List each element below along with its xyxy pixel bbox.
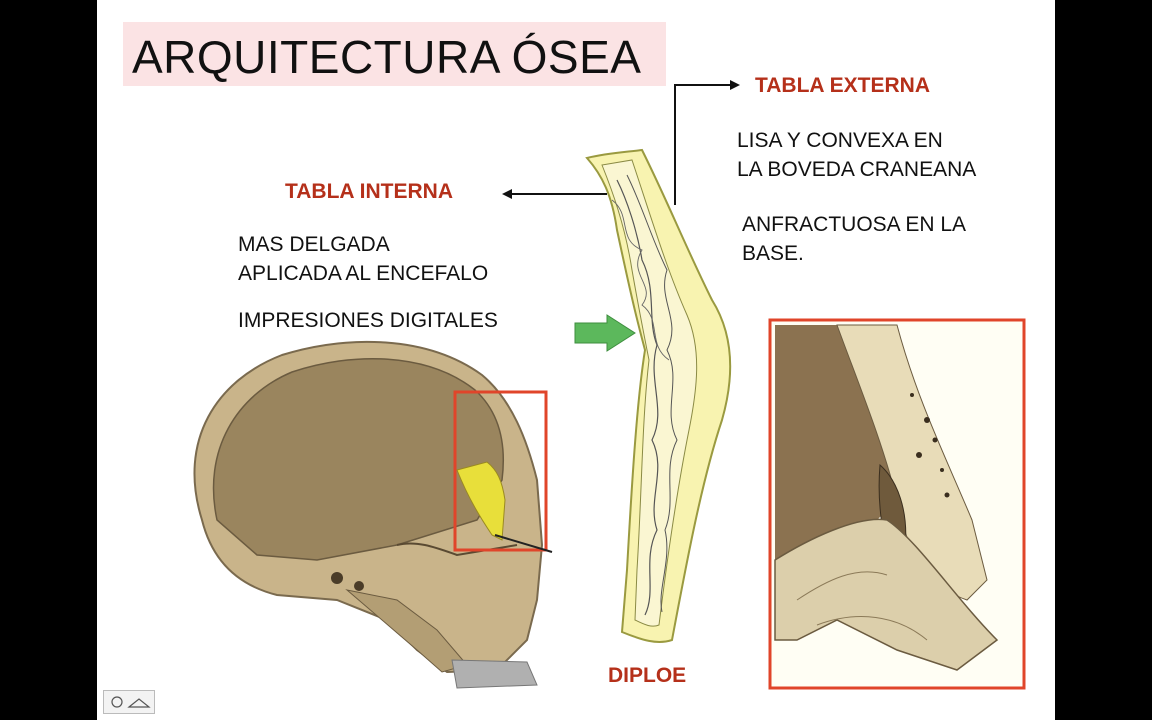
arrow-externa [674, 84, 732, 205]
label-tabla-interna: TABLA INTERNA [285, 180, 453, 203]
closeup-illustration [774, 324, 999, 671]
externa-line-2: LA BOVEDA CRANEANA [737, 158, 977, 181]
green-arrow-icon [574, 314, 636, 352]
externa-line-1: LISA Y CONVEXA EN [737, 129, 943, 152]
skull-illustration [193, 340, 544, 689]
label-tabla-externa: TABLA EXTERNA [755, 74, 930, 97]
slide-title: ARQUITECTURA ÓSEA [132, 31, 642, 83]
externa-description: LISA Y CONVEXA EN LA BOVEDA CRANEANA [737, 126, 976, 184]
skull-highlight-box [453, 390, 548, 552]
bone-cross-section [585, 148, 732, 643]
interna-line-1: MAS DELGADA [238, 233, 390, 256]
pointer-line [494, 534, 553, 553]
title-background [123, 22, 666, 86]
externa2-line-2: BASE. [742, 242, 804, 265]
player-controls-icon[interactable] [103, 690, 155, 714]
slide-canvas: ARQUITECTURA ÓSEA [97, 0, 1055, 720]
interna-line-2: APLICADA AL ENCEFALO [238, 262, 489, 285]
interna-impresiones: IMPRESIONES DIGITALES [238, 309, 498, 332]
interna-description: MAS DELGADA APLICADA AL ENCEFALO [238, 230, 488, 288]
label-diploe: DIPLOE [608, 664, 687, 687]
externa2-line-1: ANFRACTUOSA EN LA [742, 213, 967, 236]
diagram-graphics [193, 80, 1026, 690]
externa-description-2: ANFRACTUOSA EN LA BASE. [742, 210, 966, 268]
